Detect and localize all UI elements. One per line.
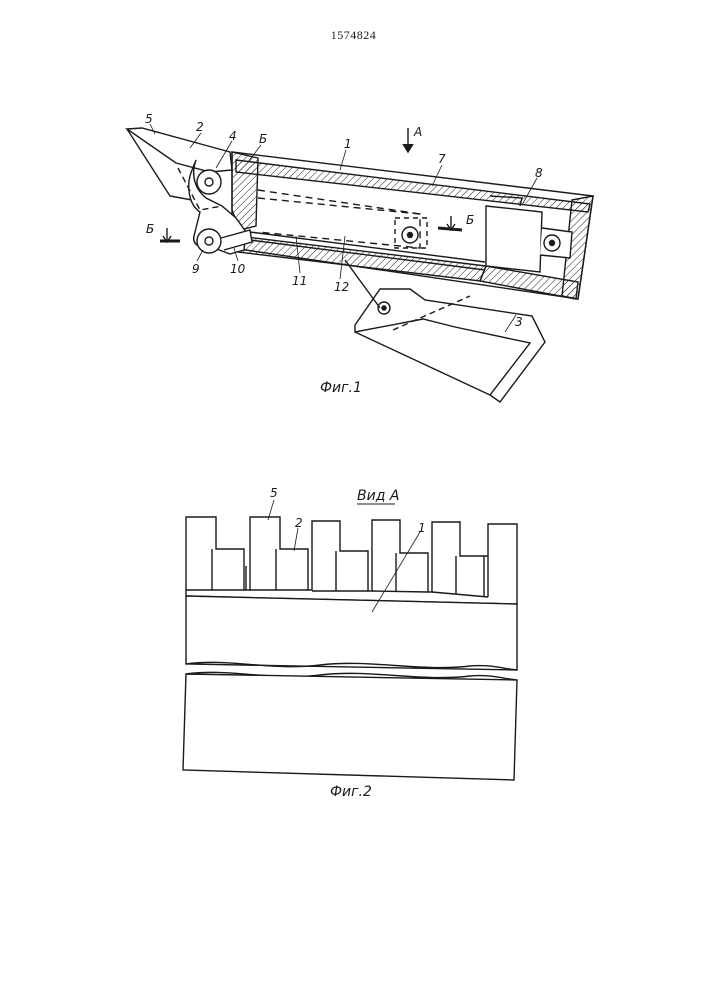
label-10: 10 [230,262,246,276]
label-2: 2 [196,120,204,134]
label-5: 5 [145,112,153,126]
fig2-leader-2 [294,528,298,551]
pivot-9-dot [205,237,213,245]
label-b-top: Б [259,132,267,146]
fig2-label-1: 1 [418,521,426,535]
label-a: А [413,125,422,139]
label-8: 8 [535,166,543,180]
label-4: 4 [229,129,237,143]
pin-3-dot [382,306,386,310]
label-9: 9 [192,262,200,276]
pin-12-dot [408,233,413,238]
label-7: 7 [438,152,446,166]
fig2-label-5: 5 [270,486,278,500]
view-arrow-a-head [403,144,413,152]
label-11: 11 [292,274,307,288]
label-b-left: Б [146,222,154,236]
pivot-4-dot [205,178,213,186]
bracket-3-edge [355,332,490,395]
label-1: 1 [344,137,352,151]
label-12: 12 [334,280,349,294]
leader-9 [197,250,203,261]
tooth-edge-4 [372,591,428,592]
fig2-label-2: 2 [295,516,303,530]
pin-8-dot [550,241,555,246]
figure-2 [183,500,517,780]
cylinder-8 [486,206,542,272]
figure-2-title: Вид А [357,488,399,504]
figure-1-caption: Фиг.1 [320,380,362,396]
base-lower [183,674,517,780]
base-upper [186,596,517,670]
tine-5 [127,128,232,172]
label-3: 3 [515,315,523,329]
figure-2-caption: Фиг.2 [330,784,372,800]
label-b-right: Б [466,213,474,227]
